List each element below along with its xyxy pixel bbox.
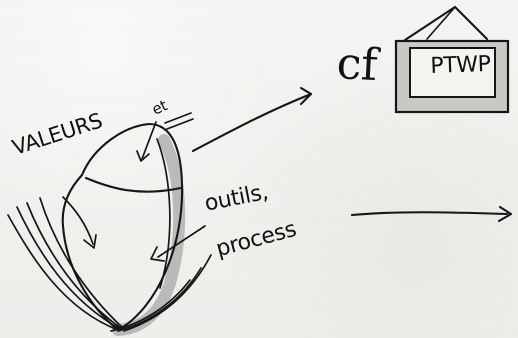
cup-inner-shadow-line	[156, 138, 171, 289]
et-underline-1	[164, 112, 192, 124]
valeurs-arrow-head	[83, 234, 97, 249]
upper-arrow	[191, 92, 313, 153]
board-hanger	[403, 5, 489, 42]
upper-arrow-head	[299, 86, 313, 106]
base-line-1	[7, 214, 119, 331]
base-line-3	[26, 202, 123, 330]
cf-label: cf	[335, 38, 379, 92]
lower-arrow	[350, 211, 509, 217]
base-line-5	[110, 279, 191, 332]
outils-arrow-head	[150, 246, 165, 262]
et-underline-2	[166, 118, 194, 130]
lower-arrow-head	[497, 205, 513, 223]
base-line-6	[117, 267, 202, 332]
board-hanger-back	[426, 6, 456, 40]
valeurs-arrow	[62, 196, 94, 245]
base-line-2	[16, 206, 121, 330]
base-line-4	[39, 197, 125, 330]
board-label: PTWP	[429, 51, 491, 79]
et-arrow-head	[136, 150, 150, 162]
et-arrow	[141, 121, 157, 160]
base-line-7	[123, 254, 212, 332]
board-panel	[409, 47, 496, 98]
cup-outline	[61, 122, 184, 332]
outils-arrow	[157, 225, 206, 258]
